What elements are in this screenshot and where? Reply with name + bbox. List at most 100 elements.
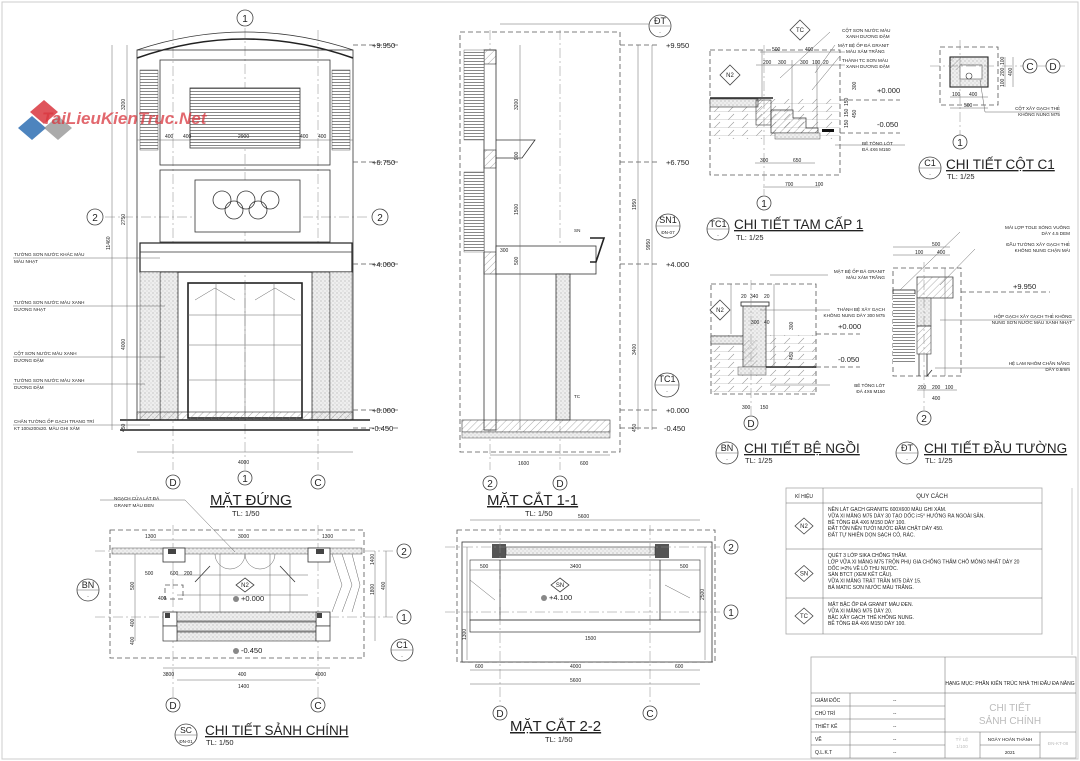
svg-text:MÀU NHẠT: MÀU NHẠT — [14, 258, 38, 264]
svg-text:-: - — [659, 30, 661, 35]
svg-text:700: 700 — [785, 182, 794, 188]
detail-bn-drawing — [710, 274, 860, 415]
svg-text:+0.000: +0.000 — [241, 594, 264, 603]
svg-text:400: 400 — [932, 396, 941, 402]
svg-text:+9.950: +9.950 — [372, 41, 395, 50]
svg-text:150: 150 — [844, 108, 850, 117]
svg-text:TC1: TC1 — [709, 219, 726, 229]
spec-item: VỮA XI MĂNG M75 DÀY 30 TẠO DỐC i=5° HƯỚN… — [828, 512, 985, 519]
svg-text:11460: 11460 — [106, 236, 112, 250]
role-name: -- — [893, 724, 897, 730]
svg-text:+0.000: +0.000 — [372, 406, 395, 415]
svg-text:3000: 3000 — [238, 534, 249, 540]
svg-text:450: 450 — [852, 109, 858, 118]
svg-text:1400: 1400 — [370, 554, 376, 565]
svg-text:SC: SC — [180, 725, 192, 735]
tag-tc: TC — [796, 28, 805, 34]
elevation-drawing — [13, 28, 400, 470]
svg-text:200: 200 — [1000, 67, 1006, 76]
svg-text:400: 400 — [183, 134, 192, 140]
svg-text:2: 2 — [377, 213, 383, 224]
detail-dt-scale: TL: 1/25 — [925, 456, 953, 465]
svg-text:-0.450: -0.450 — [372, 424, 393, 433]
svg-text:1500: 1500 — [585, 636, 596, 642]
spec-item: BẢ MATIC SƠN NƯỚC MÀU TRẮNG. — [828, 583, 914, 591]
svg-text:+9.950: +9.950 — [666, 41, 689, 50]
svg-text:KHÔNG NUNG DÀY 300 M75: KHÔNG NUNG DÀY 300 M75 — [824, 312, 886, 318]
svg-text:4000: 4000 — [315, 672, 326, 678]
svg-text:CỘT SƠN NƯỚC MÀU XANH: CỘT SƠN NƯỚC MÀU XANH — [14, 350, 77, 356]
svg-text:+4.000: +4.000 — [666, 260, 689, 269]
svg-text:450: 450 — [632, 423, 638, 432]
svg-text:ĐN-01: ĐN-01 — [179, 739, 193, 744]
detail-tc1-drawing — [709, 31, 905, 195]
svg-text:1: 1 — [728, 608, 734, 619]
svg-text:TƯỜNG SƠN NƯỚC MÀU XANH: TƯỜNG SƠN NƯỚC MÀU XANH — [14, 377, 84, 383]
role-rows: GIÁM ĐỐC--CHỦ TRÌ--THIẾT KẾ--VẼ--Q.L.K.T… — [815, 697, 897, 756]
svg-text:2500: 2500 — [700, 589, 706, 600]
scale-label: TỶ LỆ — [956, 735, 969, 742]
svg-text:400: 400 — [130, 636, 136, 645]
detail-bn-scale: TL: 1/25 — [745, 456, 773, 465]
svg-text:ĐÁ 4X6 M150: ĐÁ 4X6 M150 — [856, 388, 885, 394]
tag-n2: N2 — [716, 308, 724, 314]
svg-text:D: D — [556, 479, 563, 490]
svg-text:200: 200 — [184, 571, 193, 577]
spec-item: NỀN LÁT GẠCH GRANITE 600X600 MÀU GHI XÁM… — [828, 506, 946, 513]
svg-text:300: 300 — [800, 60, 809, 66]
svg-text:3800: 3800 — [163, 672, 174, 678]
svg-text:MÀU XÁM TRẮNG: MÀU XÁM TRẮNG — [846, 273, 885, 280]
svg-text:D: D — [169, 701, 176, 712]
svg-text:500: 500 — [964, 103, 973, 109]
svg-text:400: 400 — [937, 250, 946, 256]
detail-c1-title: CHI TIẾT CỘT C1 — [946, 157, 1055, 172]
svg-text:+0.000: +0.000 — [838, 322, 861, 331]
svg-text:400: 400 — [318, 134, 327, 140]
svg-text:-0.450: -0.450 — [664, 424, 685, 433]
svg-text:+6.750: +6.750 — [666, 158, 689, 167]
plan-main-lobby-scale: TL: 1/50 — [206, 738, 234, 747]
svg-text:1500: 1500 — [514, 204, 520, 215]
svg-text:-: - — [929, 172, 931, 177]
svg-text:100: 100 — [915, 250, 924, 256]
svg-text:2: 2 — [487, 479, 493, 490]
detail-bn-title: CHI TIẾT BỆ NGỒI — [744, 441, 860, 456]
svg-text:TƯỜNG SƠN NƯỚC MÀU XANH: TƯỜNG SƠN NƯỚC MÀU XANH — [14, 299, 84, 305]
svg-text:4000: 4000 — [121, 339, 127, 350]
svg-text:300: 300 — [500, 248, 509, 254]
svg-text:20: 20 — [764, 294, 770, 300]
svg-text:450: 450 — [121, 423, 127, 432]
svg-text:300: 300 — [742, 405, 751, 411]
svg-text:650: 650 — [793, 158, 802, 164]
elevation-dimensions: 11460 3200 2750 4000 450 400 400 2900 40… — [106, 99, 327, 466]
section-1-1-labels: +9.950 +6.750 +4.000 +0.000 -0.450 3200 … — [500, 41, 689, 467]
svg-text:150: 150 — [844, 119, 850, 128]
elevation-level-labels: +9.950 +6.750 +4.000 +0.000 -0.450 — [372, 41, 395, 433]
spec-item: ĐẤT TỰ NHIÊN DỌN SẠCH CỎ, RÁC. — [828, 531, 915, 539]
detail-c1-scale: TL: 1/25 — [947, 172, 975, 181]
svg-text:500: 500 — [130, 581, 136, 590]
svg-text:KT 100x200x20. MÀU GHI XÁM: KT 100x200x20. MÀU GHI XÁM — [14, 425, 80, 431]
svg-text:340: 340 — [750, 294, 759, 300]
svg-text:3400: 3400 — [570, 564, 581, 570]
svg-text:HỆ LAM NHÔM CHẮN NẮNG: HỆ LAM NHÔM CHẮN NẮNG — [1009, 359, 1071, 366]
detail-tc1-title: CHI TIẾT TAM CẤP 1 — [734, 217, 863, 232]
spec-item: QUÉT 3 LỚP SIKA CHỐNG THẤM. — [828, 552, 907, 559]
spec-item: BÊ TÔNG ĐÁ 4X6 M150 DÀY 100. — [828, 619, 906, 627]
section-1-1-bubbles: ĐT - SN1 ĐN-07 TC1 - 2 D — [482, 14, 681, 491]
svg-text:C1: C1 — [924, 158, 936, 168]
spec-item: BẬC XÂY GẠCH THẺ KHÔNG NUNG. — [828, 614, 914, 621]
svg-text:600: 600 — [170, 571, 179, 577]
spec-item: BÊ TÔNG ĐÁ 4X6 M150 DÀY 100. — [828, 518, 906, 526]
completion-date-label: NGÀY HOÀN THÀNH — [988, 736, 1033, 742]
svg-text:900: 900 — [514, 151, 520, 160]
svg-text:1800: 1800 — [370, 584, 376, 595]
project-name: HẠNG MỤC: PHẦN KIẾN TRÚC NHÀ THI ĐẤU ĐA … — [945, 680, 1074, 687]
svg-text:300: 300 — [852, 81, 858, 90]
